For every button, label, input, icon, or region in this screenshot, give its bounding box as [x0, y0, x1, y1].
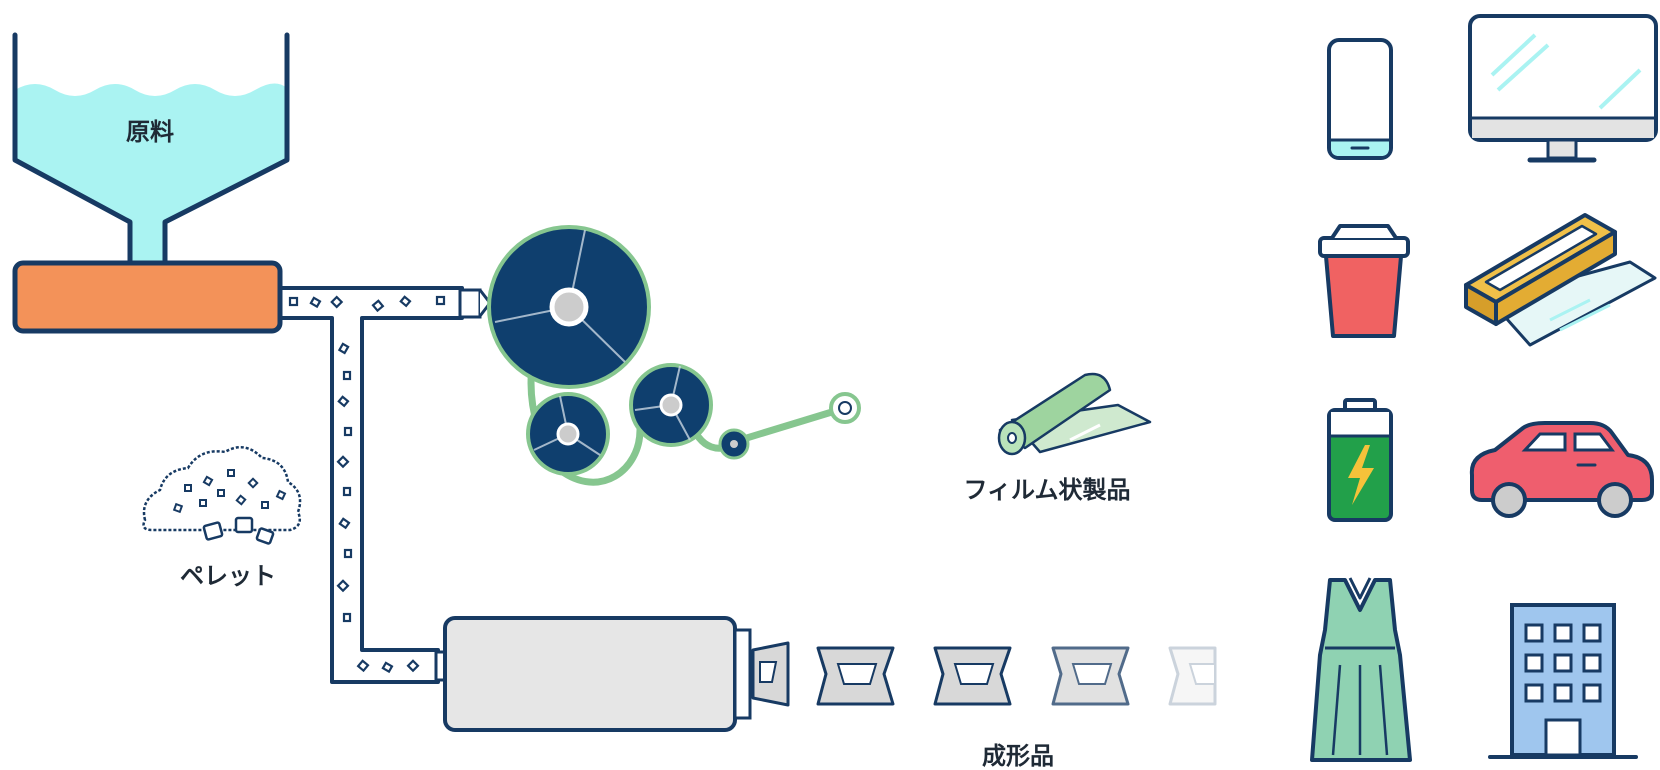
car-icon: [1469, 421, 1654, 518]
building-icon: [1488, 603, 1638, 759]
raw-material-label: 原料: [126, 118, 174, 146]
dress-icon: [1310, 577, 1412, 762]
molded-product-4: [1051, 646, 1130, 706]
monitor-icon: [1468, 14, 1658, 163]
film-roll-illustration: フィルム状製品: [963, 372, 1152, 504]
battery-icon: [1327, 398, 1393, 522]
pellet-pipe: [280, 286, 464, 684]
molded-product-label: 成形品: [982, 742, 1054, 770]
pellet-label: ペレット: [180, 562, 276, 590]
wrap-film-icon: [1464, 213, 1657, 347]
extruder-block: [12, 260, 283, 334]
smartphone-icon: [1327, 38, 1393, 160]
molded-product-2: [816, 646, 895, 706]
molded-product-3: [933, 646, 1012, 706]
molded-product-1: [751, 641, 790, 707]
film-roller-machine: [487, 225, 861, 486]
cup-icon: [1318, 224, 1410, 338]
pipe-connector-top: [458, 288, 482, 319]
molding-machine: [443, 616, 752, 732]
hopper: 原料: [12, 32, 290, 265]
molded-product-5: [1168, 646, 1217, 706]
pellet-pile-illustration: ペレット: [142, 445, 302, 590]
film-product-label: フィルム状製品: [963, 476, 1130, 504]
pellet-bits: [288, 295, 446, 674]
